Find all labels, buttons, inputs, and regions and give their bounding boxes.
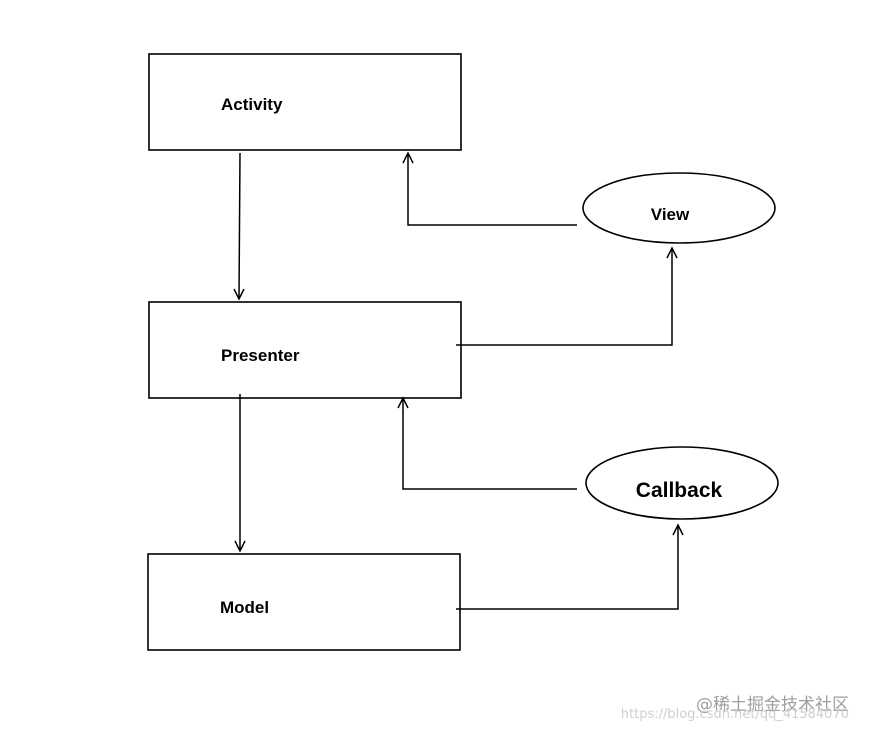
- presenter-box: [148, 301, 462, 399]
- edge-view-to-activity: [402, 151, 577, 226]
- arrowhead-icon: [397, 396, 409, 409]
- callback-label: Callback: [636, 479, 723, 502]
- arrowhead-icon: [402, 151, 414, 164]
- arrowhead-icon: [233, 288, 245, 301]
- edge-model-to-callback: [456, 523, 684, 610]
- edge-activity-to-presenter: [233, 152, 245, 301]
- activity-node: Activity: [148, 53, 462, 151]
- callback-ellipse: [585, 446, 779, 520]
- model-node: Model: [147, 553, 461, 651]
- model-label: Model: [220, 598, 269, 617]
- presenter-label: Presenter: [221, 346, 300, 365]
- model-box: [147, 553, 461, 651]
- view-node: View: [582, 172, 776, 244]
- watermark-url: https://blog.csdn.net/qq_41584070: [620, 707, 849, 722]
- callback-node: Callback: [585, 446, 779, 520]
- arrowhead-icon: [234, 540, 246, 553]
- edge-presenter-to-model: [234, 394, 246, 553]
- edge-callback-to-presenter: [397, 396, 577, 490]
- activity-label: Activity: [221, 95, 283, 114]
- presenter-node: Presenter: [148, 301, 462, 399]
- activity-box: [148, 53, 462, 151]
- view-ellipse: [582, 172, 776, 244]
- arrowhead-icon: [666, 246, 678, 259]
- edge-presenter-to-view: [456, 246, 678, 346]
- watermark-brand: @稀土掘金技术社区: [696, 695, 849, 715]
- arrowhead-icon: [672, 523, 684, 536]
- view-label: View: [651, 205, 690, 224]
